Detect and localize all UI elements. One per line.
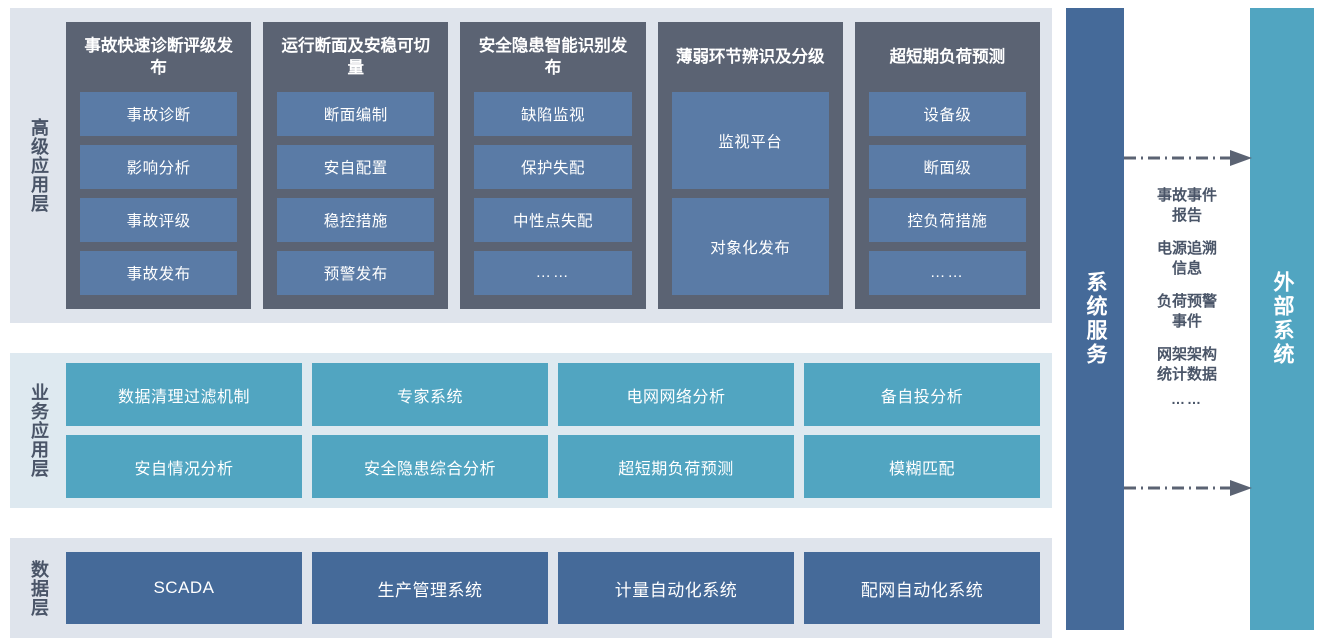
flow-label-more: …… [1171,391,1203,407]
app-item[interactable]: 控负荷措施 [868,198,1027,242]
app-card-title: 运行断面及安稳可切量 [281,36,431,77]
dash-dot-arrow-top-icon [1124,150,1252,166]
external-system-bar[interactable]: 外部系统 [1250,8,1314,630]
business-row: 数据清理过滤机制 专家系统 电网网络分析 备自投分析 [66,363,1040,426]
app-item[interactable]: 事故评级 [80,198,238,242]
app-card-title: 薄弱环节辨识及分级 [675,47,825,66]
layer-label-data: 数据层 [28,559,49,617]
app-item[interactable]: 断面编制 [277,92,435,136]
flow-label-list: 事故事件 报告 电源追溯 信息 负荷预警 事件 网架架构 统计数据 …… [1124,186,1250,408]
system-integration-panel: 系统服务 外部系统 事故事件 报告 电源追溯 信息 负荷预警 事件 网架架构 统… [1066,8,1314,630]
app-card-items: 事故诊断 影响分析 事故评级 事故发布 [80,92,238,295]
data-item[interactable]: 生产管理系统 [312,552,548,624]
layer-business-application: 业务应用层 数据清理过滤机制 专家系统 电网网络分析 备自投分析 安自情况分析 … [10,353,1052,508]
app-item[interactable]: 事故诊断 [80,92,238,136]
app-card-ultra-short-load[interactable]: 超短期负荷预测 设备级 断面级 控负荷措施 …… [854,22,1041,309]
app-item[interactable]: 影响分析 [80,145,238,189]
data-item[interactable]: 计量自动化系统 [558,552,794,624]
business-item[interactable]: 电网网络分析 [558,363,794,426]
app-item[interactable]: 断面级 [868,145,1027,189]
business-row: 安自情况分析 安全隐患综合分析 超短期负荷预测 模糊匹配 [66,435,1040,498]
advanced-cards-container: 事故快速诊断评级发布 事故诊断 影响分析 事故评级 事故发布 运行断面及安稳可切… [66,8,1052,323]
app-card-safety-hazard[interactable]: 安全隐患智能识别发布 缺陷监视 保护失配 中性点失配 …… [460,22,646,309]
business-items-container: 数据清理过滤机制 专家系统 电网网络分析 备自投分析 安自情况分析 安全隐患综合… [66,353,1052,508]
app-item[interactable]: 设备级 [868,92,1027,136]
data-item[interactable]: 配网自动化系统 [804,552,1040,624]
business-item[interactable]: 超短期负荷预测 [558,435,794,498]
flow-label: 负荷预警 事件 [1156,293,1217,330]
flow-label: 事故事件 报告 [1156,187,1217,224]
app-item[interactable]: 安自配置 [277,145,435,189]
system-service-bar[interactable]: 系统服务 [1066,8,1124,630]
app-card-items: 缺陷监视 保护失配 中性点失配 …… [474,92,632,295]
app-card-items: 监视平台 对象化发布 [671,92,829,295]
app-item[interactable]: 中性点失配 [474,198,632,242]
business-item[interactable]: 安自情况分析 [66,435,302,498]
app-card-items: 设备级 断面级 控负荷措施 …… [868,92,1027,295]
layer-stack: 高级应用层 事故快速诊断评级发布 事故诊断 影响分析 事故评级 事故发布 运行断… [10,8,1052,638]
app-item[interactable]: 缺陷监视 [474,92,632,136]
app-card-title: 超短期负荷预测 [889,47,1006,66]
app-card-operation-section[interactable]: 运行断面及安稳可切量 断面编制 安自配置 稳控措施 预警发布 [263,22,449,309]
app-item[interactable]: 稳控措施 [277,198,435,242]
app-card-title: 安全隐患智能识别发布 [478,36,628,77]
flow-label: 网架架构 统计数据 [1156,346,1217,383]
data-items-container: SCADA 生产管理系统 计量自动化系统 配网自动化系统 [66,538,1052,638]
app-card-title: 事故快速诊断评级发布 [84,36,233,77]
flow-label: 电源追溯 信息 [1156,240,1217,277]
data-item[interactable]: SCADA [66,552,302,624]
layer-data: 数据层 SCADA 生产管理系统 计量自动化系统 配网自动化系统 [10,538,1052,638]
business-item[interactable]: 模糊匹配 [804,435,1040,498]
dash-dot-arrow-bottom-icon [1124,480,1252,496]
app-item-more[interactable]: …… [868,251,1027,295]
app-item-more[interactable]: …… [474,251,632,295]
layer-label-business: 业务应用层 [28,383,49,478]
app-item[interactable]: 预警发布 [277,251,435,295]
app-item[interactable]: 对象化发布 [671,198,829,295]
app-item[interactable]: 监视平台 [671,92,829,189]
app-card-weak-link[interactable]: 薄弱环节辨识及分级 监视平台 对象化发布 [657,22,843,309]
app-card-accident-diagnosis[interactable]: 事故快速诊断评级发布 事故诊断 影响分析 事故评级 事故发布 [66,22,252,309]
layer-advanced-application: 高级应用层 事故快速诊断评级发布 事故诊断 影响分析 事故评级 事故发布 运行断… [10,8,1052,323]
app-item[interactable]: 保护失配 [474,145,632,189]
business-item[interactable]: 备自投分析 [804,363,1040,426]
business-item[interactable]: 安全隐患综合分析 [312,435,548,498]
layer-label-advanced: 高级应用层 [28,118,49,213]
business-item[interactable]: 专家系统 [312,363,548,426]
app-item[interactable]: 事故发布 [80,251,238,295]
app-card-items: 断面编制 安自配置 稳控措施 预警发布 [277,92,435,295]
business-item[interactable]: 数据清理过滤机制 [66,363,302,426]
